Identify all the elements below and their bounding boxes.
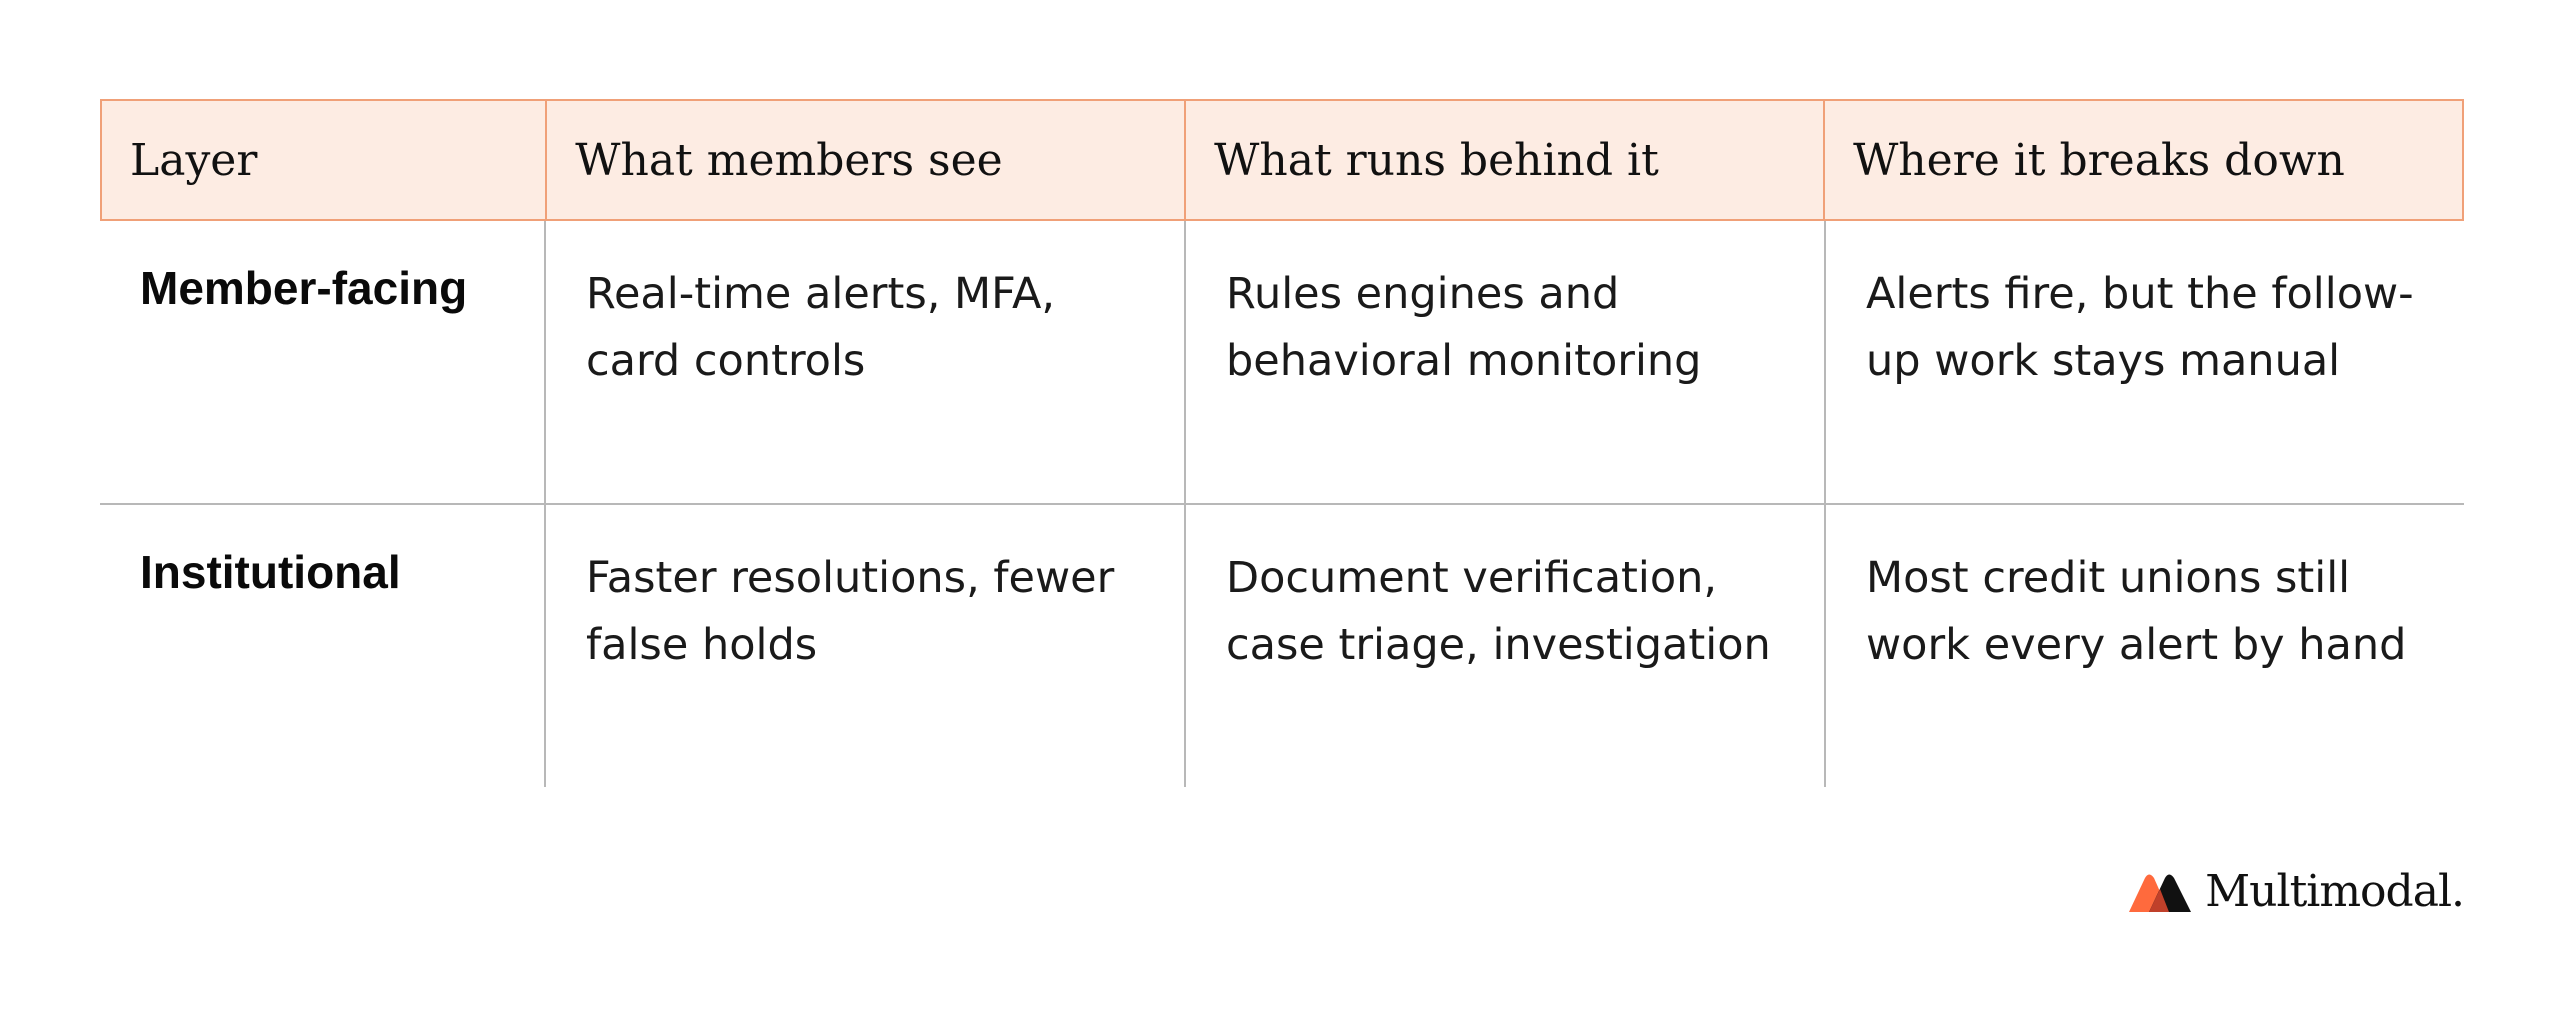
table-cell: Rules engines and behavioral monitoring — [1184, 221, 1824, 503]
header-cell-layer: Layer — [130, 135, 258, 186]
comparison-table: Layer What members see What runs behind … — [100, 99, 2464, 787]
header-cell-runs-behind: What runs behind it — [1184, 101, 1823, 219]
table-cell: Most credit unions still work every aler… — [1824, 505, 2464, 787]
table-row: Member-facing Real-time alerts, MFA, car… — [100, 221, 2464, 505]
multimodal-logo-icon — [2129, 874, 2192, 912]
table-header-row: Layer What members see What runs behind … — [100, 99, 2464, 221]
row-label-institutional: Institutional — [140, 546, 401, 598]
table-cell: Real-time alerts, MFA, card controls — [544, 221, 1184, 503]
brand-name: Multimodal. — [2205, 866, 2465, 917]
header-cell-members-see: What members see — [545, 101, 1184, 219]
table-cell: Document verification, case triage, inve… — [1184, 505, 1824, 787]
table-row: Institutional Faster resolutions, fewer … — [100, 505, 2464, 787]
header-cell-breaks-down: Where it breaks down — [1823, 101, 2462, 219]
table-cell: Alerts fire, but the follow-up work stay… — [1824, 221, 2464, 503]
brand-logo: Multimodal. — [2127, 866, 2465, 917]
row-label-member-facing: Member-facing — [140, 262, 468, 314]
table-cell: Faster resolutions, fewer false holds — [544, 505, 1184, 787]
